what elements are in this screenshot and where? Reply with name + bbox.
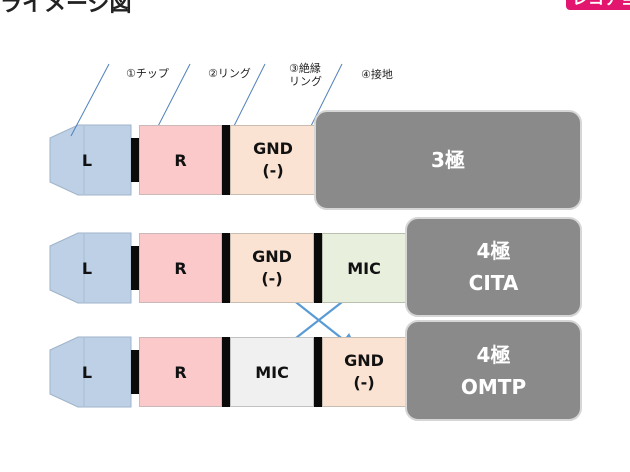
plug-cita-cap-label: 4極 xyxy=(476,239,511,263)
plug-omtp-gnd-segment: GND (-) xyxy=(322,337,406,407)
page-title: ライメージ図 xyxy=(0,0,132,17)
plug3-gnd-label: GND xyxy=(253,139,293,158)
plug-cita-gnd-label: GND xyxy=(252,247,292,266)
callout-line-ring xyxy=(228,63,266,137)
plug3-r-segment: R xyxy=(139,125,222,195)
plug-omtp-gnd-label: GND xyxy=(344,351,384,370)
tip-shape-3pole xyxy=(49,124,132,196)
plug-cita-r-segment: R xyxy=(139,233,222,303)
callout-line-0 xyxy=(70,63,110,137)
callout-ring-label: ②リング xyxy=(208,67,251,80)
callout-line-insulation xyxy=(305,63,343,137)
plug-cita-gnd-sign: (-) xyxy=(261,269,283,288)
plug-omtp-cap: 4極 OMTP xyxy=(405,320,582,421)
brand-logo: レコチョ xyxy=(566,0,630,10)
plug-omtp-gnd-sign: (-) xyxy=(353,373,375,392)
plug-cita-mic-segment: MIC xyxy=(322,233,406,303)
callout-line-tip xyxy=(152,63,191,137)
plug-cita-band-1 xyxy=(131,246,139,290)
plug-omtp-band-2 xyxy=(222,337,230,407)
plug-cita-gnd-segment: GND (-) xyxy=(230,233,314,303)
plug-omtp-band-3 xyxy=(314,337,322,407)
tip-shape-omtp xyxy=(49,336,132,408)
callout-tip-label: ①チップ xyxy=(126,67,169,80)
plug-cita-mic-label: MIC xyxy=(347,258,381,278)
plug-omtp-band-1 xyxy=(131,350,139,394)
plug-omtp-r-segment: R xyxy=(139,337,222,407)
plug-omtp-r-label: R xyxy=(174,362,187,382)
plug-omtp-mic-segment: MIC xyxy=(230,337,314,407)
plug3-r-label: R xyxy=(174,150,187,170)
plug-cita-cap-standard: CITA xyxy=(468,271,519,295)
plug-omtp-mic-label: MIC xyxy=(255,362,289,382)
plug3-band-2 xyxy=(222,125,230,195)
plug-cita-l-label: L xyxy=(81,258,93,278)
plug-cita-cap: 4極 CITA xyxy=(405,217,582,317)
plug3-cap-label: 3極 xyxy=(431,148,465,172)
callout-ground-label: ④接地 xyxy=(361,68,393,81)
plug-cita-band-3 xyxy=(314,233,322,303)
callout-insulation-label-1: ③絶縁 xyxy=(289,62,321,75)
plug3-gnd-segment: GND (-) xyxy=(230,125,316,195)
plug3-band-1 xyxy=(131,138,139,182)
plug-omtp-cap-label: 4極 xyxy=(476,342,511,367)
plug3-cap: 3極 xyxy=(314,110,582,210)
tip-shape-cita xyxy=(49,232,132,304)
plug3-gnd-sign: (-) xyxy=(262,161,284,180)
plug-cita-band-2 xyxy=(222,233,230,303)
plug-omtp-l-label: L xyxy=(81,362,93,382)
plug3-l-label: L xyxy=(81,150,93,170)
plug-cita-r-label: R xyxy=(174,258,187,278)
callout-insulation-label-2: リング xyxy=(289,75,322,88)
plug-omtp-cap-standard: OMTP xyxy=(460,374,527,399)
